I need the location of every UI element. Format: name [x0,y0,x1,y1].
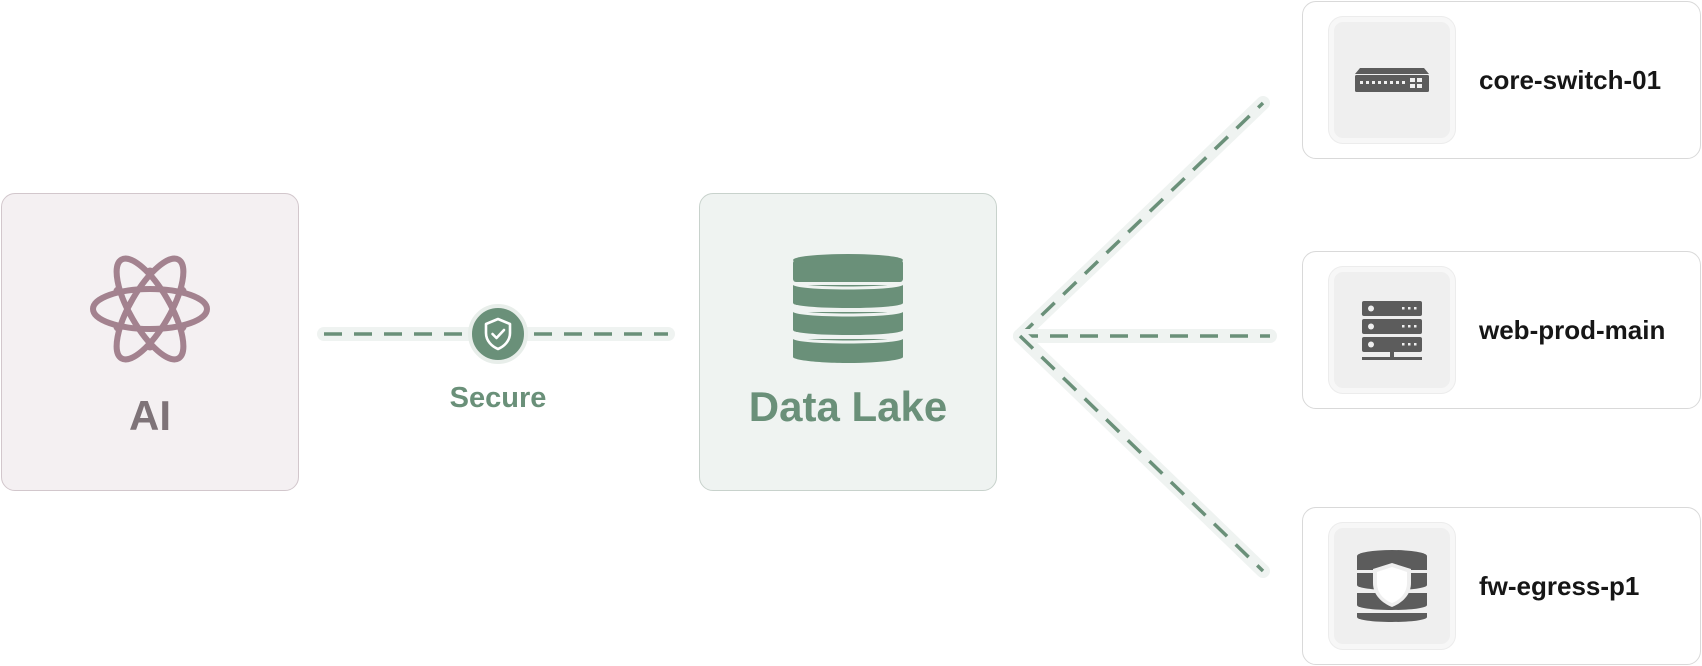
node-data-lake-label: Data Lake [748,383,948,430]
device-card-fw-egress[interactable]: fw-egress-p1 [1302,507,1701,665]
device-icon-tile [1329,267,1455,393]
device-name: fw-egress-p1 [1479,570,1640,601]
device-icon-tile [1329,17,1455,143]
link-datalake-to-core-switch [1013,96,1270,343]
device-name: web-prod-main [1479,314,1666,345]
shield-check-icon [484,317,512,351]
device-card-web-prod[interactable]: web-prod-main [1302,251,1701,409]
link-datalake-to-fw-egress [1013,329,1270,578]
secure-badge [468,304,528,364]
device-icon-tile [1329,523,1455,649]
database-shield-icon [1357,550,1427,622]
secure-label: Secure [449,382,547,414]
node-ai-label: AI [129,392,171,439]
device-card-core-switch[interactable]: core-switch-01 [1302,1,1701,159]
node-data-lake[interactable]: Data Lake [699,193,997,491]
server-rack-icon [1362,301,1422,360]
device-name: core-switch-01 [1479,64,1662,95]
atom-icon [90,255,210,363]
database-icon [792,254,904,363]
network-switch-icon [1355,68,1429,92]
node-ai[interactable]: AI [1,193,299,491]
